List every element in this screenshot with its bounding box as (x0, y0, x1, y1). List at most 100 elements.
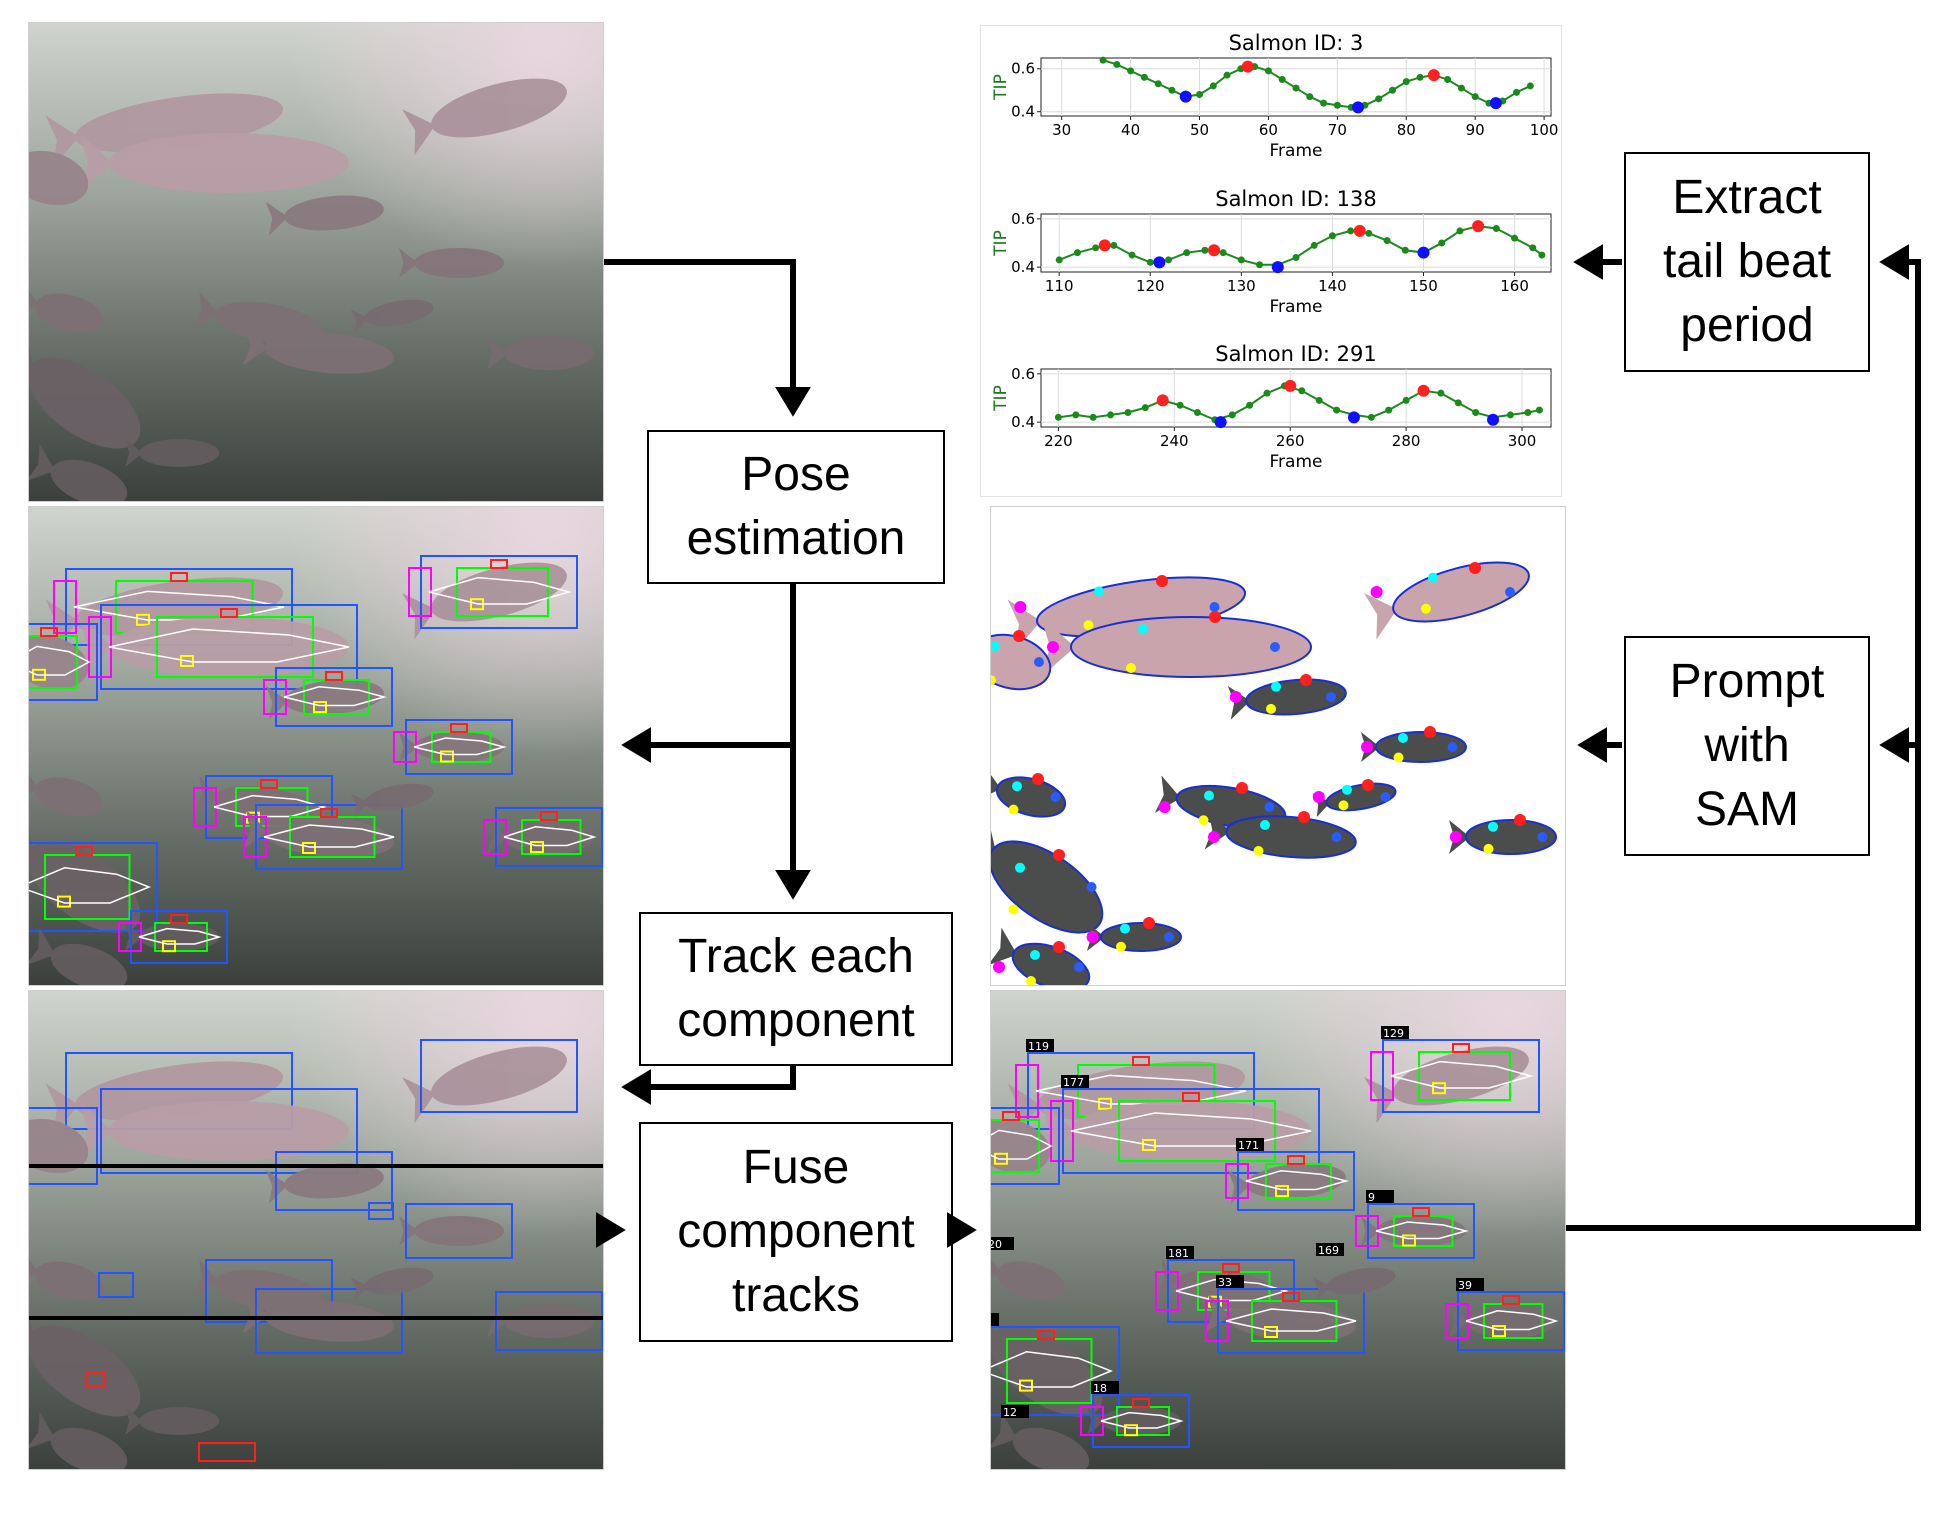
tip-point (1401, 246, 1409, 254)
fish-tail (29, 1411, 56, 1450)
pose-skeleton (428, 576, 572, 605)
dorsal-fin-box (1132, 1056, 1150, 1066)
trough-marker (1417, 246, 1430, 259)
trough-marker (1487, 413, 1500, 426)
tip-point (1492, 225, 1500, 232)
pose-estimation-step: Pose estimation (647, 430, 945, 584)
fish-body (139, 439, 219, 467)
tip-point (1264, 67, 1272, 75)
prompt-point (1488, 821, 1498, 832)
fish (399, 248, 504, 278)
x-tick-label: 110 (1045, 277, 1074, 295)
sam-segmentation-frame (990, 506, 1566, 986)
x-tick-label: 280 (1392, 432, 1421, 450)
x-tick-label: 40 (1121, 121, 1140, 139)
fish-body (504, 336, 594, 370)
tip-point (1209, 82, 1217, 90)
fish (29, 281, 104, 333)
prompt-point (1514, 814, 1526, 826)
tip-point (1524, 409, 1532, 416)
fish (991, 805, 1104, 934)
whole-fish-box (29, 623, 98, 701)
peak-marker (1353, 224, 1366, 237)
fish-tail (350, 309, 369, 333)
fish-tail (487, 1304, 508, 1338)
tip-point (1457, 84, 1465, 92)
prompt-point (991, 675, 996, 686)
peak-marker (1098, 239, 1111, 252)
fish-body (50, 459, 128, 501)
track-id-tag (1366, 1190, 1394, 1203)
trough-marker (1489, 97, 1502, 110)
fish (991, 927, 1091, 985)
whole-fish-box (1237, 1151, 1355, 1211)
track-id-label: 119 (1028, 1040, 1049, 1053)
dorsal-fin-box (490, 559, 508, 569)
x-tick-label: 50 (1190, 121, 1209, 139)
fish-body (29, 1325, 141, 1417)
prompt-point (1449, 831, 1462, 843)
track-id-tag (991, 1313, 999, 1326)
dorsal-fin-box (220, 608, 238, 618)
prompt-point (1229, 691, 1242, 703)
peak-marker (1241, 60, 1254, 73)
tip-point (1141, 404, 1149, 412)
fish (29, 805, 141, 933)
fish (991, 1411, 1090, 1469)
tip-point (1168, 86, 1176, 94)
pose-skeleton (108, 628, 350, 663)
tip-point (1416, 73, 1424, 81)
fish (1312, 1267, 1396, 1301)
tip-point (1529, 244, 1537, 252)
pelvic-fin-box (162, 940, 176, 953)
tip-point (1107, 411, 1115, 419)
fish-body (29, 1118, 89, 1174)
sam-mask-outline (1392, 561, 1530, 623)
pose-skeleton (1070, 1112, 1312, 1147)
dorsal-fin-box (170, 572, 188, 582)
fish (29, 1118, 89, 1174)
prompt-point (1326, 692, 1336, 702)
pose-skeleton (29, 867, 152, 904)
component-track-box (368, 1202, 394, 1220)
fish-tail (350, 1277, 369, 1301)
tip-point (1146, 258, 1154, 266)
fish-tail (1449, 1304, 1470, 1338)
track-id-tag (1316, 1243, 1344, 1256)
raw-video-frame (28, 22, 604, 502)
sam-mask-outline (1100, 922, 1182, 952)
whole-fish-box (1217, 1288, 1365, 1354)
fish-body (29, 841, 141, 933)
prompt-point (1338, 800, 1349, 811)
tip-point (1278, 75, 1286, 83)
fish-tail (399, 1216, 418, 1246)
prompt-point (1428, 572, 1438, 583)
tip-point (1538, 251, 1546, 259)
prompt-point (1393, 752, 1404, 763)
x-tick-label: 30 (1052, 121, 1071, 139)
tip-point (1228, 411, 1236, 419)
tip-point (1471, 93, 1479, 101)
fish-body (50, 943, 128, 985)
x-tick-label: 100 (1530, 121, 1559, 139)
tip-point (1196, 91, 1204, 99)
track-id-label: 12 (1003, 1406, 1017, 1419)
prompt-point (1298, 811, 1310, 823)
tip-point (1333, 406, 1341, 414)
prompt-point (1086, 931, 1099, 943)
trough-marker (1214, 416, 1227, 429)
fish-tail (350, 793, 369, 817)
component-track-box (86, 1372, 106, 1388)
fish (29, 1411, 128, 1469)
prompt-point (1537, 832, 1548, 842)
tip-point (1110, 241, 1118, 249)
prompt-point (1236, 782, 1248, 794)
pose-skeleton (1465, 1310, 1559, 1331)
tip-point (1438, 239, 1446, 247)
y-axis-label: TIP (991, 385, 1011, 412)
peak-marker (1284, 379, 1297, 392)
prompt-point (1469, 562, 1481, 574)
pose-skeleton (1375, 1221, 1469, 1240)
